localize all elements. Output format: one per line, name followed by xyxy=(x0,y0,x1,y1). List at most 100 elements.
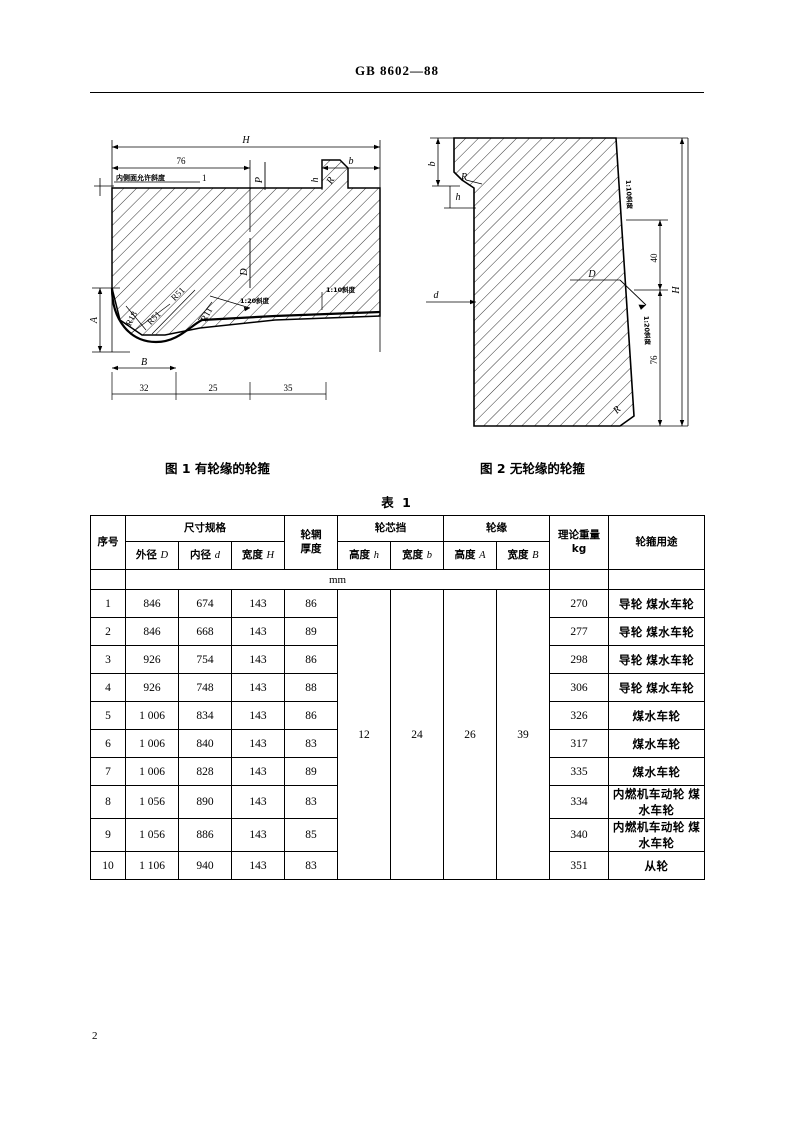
cell-inner-diameter: 840 xyxy=(178,729,232,758)
header-flange-width-cn: 宽度 xyxy=(507,548,529,561)
header-flange-height: 高度 A xyxy=(443,541,498,570)
cell-seq: 1 xyxy=(90,589,126,618)
header-hub-height-sym: h xyxy=(373,549,379,561)
header-inner-diameter: 内径 d xyxy=(178,541,232,570)
cell-width: 143 xyxy=(230,851,286,880)
cell-theoretical-weight: 335 xyxy=(549,757,610,786)
header-divider xyxy=(90,92,704,93)
fig1-label-b: b xyxy=(349,156,354,167)
cell-usage: 导轮 煤水车轮 xyxy=(608,617,706,646)
cell-seq: 8 xyxy=(90,785,126,819)
cell-width: 143 xyxy=(230,589,286,618)
cell-rim-thickness: 86 xyxy=(284,589,339,618)
cell-seq: 3 xyxy=(90,645,126,674)
fig1-note-text: 内侧面允许斜度 xyxy=(116,173,166,182)
cell-usage: 煤水车轮 xyxy=(608,701,706,730)
unit-row-spacer xyxy=(90,569,126,590)
fig1-label-76: 76 xyxy=(177,156,187,166)
header-width: 宽度 H xyxy=(230,541,286,570)
cell-seq: 7 xyxy=(90,757,126,786)
header-group-flange: 轮缘 xyxy=(443,515,551,542)
header-row-groups: 序号 尺寸规格 轮辋 厚度 轮芯挡 轮缘 理论重量 kg 轮箍用途 xyxy=(90,515,706,570)
cell-outer-diameter: 846 xyxy=(125,617,179,646)
cell-theoretical-weight: 340 xyxy=(549,818,610,852)
cell-seq: 5 xyxy=(90,701,126,730)
cell-outer-diameter: 926 xyxy=(125,673,179,702)
header-width-sym: H xyxy=(266,549,275,561)
cell-inner-diameter: 754 xyxy=(178,645,232,674)
table-head: 序号 尺寸规格 轮辋 厚度 轮芯挡 轮缘 理论重量 kg 轮箍用途 外径 D 内… xyxy=(90,515,706,590)
header-theoretical-weight-line1: 理论重量 xyxy=(558,529,601,542)
fig2-R-top-leader xyxy=(465,179,483,185)
cell-theoretical-weight: 277 xyxy=(549,617,610,646)
fig1-R18-leader xyxy=(125,305,147,331)
cell-rim-thickness: 83 xyxy=(284,851,339,880)
fig2-label-d: d xyxy=(434,290,440,301)
cell-usage: 煤水车轮 xyxy=(608,757,706,786)
page-header: GB 8602—88 xyxy=(90,62,704,80)
cell-usage: 导轮 煤水车轮 xyxy=(608,673,706,702)
header-hub-height-cn: 高度 xyxy=(349,548,371,561)
header-flange-width: 宽度 B xyxy=(496,541,551,570)
figure-2-caption: 图 2 无轮缘的轮箍 xyxy=(480,461,585,476)
fig1-R51u-leader xyxy=(151,289,196,335)
cell-rim-thickness: 88 xyxy=(284,673,339,702)
cell-theoretical-weight: 298 xyxy=(549,645,610,674)
cell-theoretical-weight: 317 xyxy=(549,729,610,758)
cell-width: 143 xyxy=(230,729,286,758)
fig2-label-40: 40 xyxy=(649,253,659,263)
cell-outer-diameter: 1 106 xyxy=(125,851,179,880)
header-hub-width: 宽度 b xyxy=(390,541,445,570)
cell-usage: 内燃机车动轮 煤水车轮 xyxy=(608,785,706,819)
figure-1: H 76 内侧面允许斜度 1 b P D h xyxy=(89,120,410,450)
header-outer-diameter-cn: 外径 xyxy=(135,548,157,561)
fig2-dim-d-arrow xyxy=(470,299,476,305)
cell-usage: 从轮 xyxy=(608,851,706,880)
cell-rim-thickness: 85 xyxy=(284,818,339,852)
fig1-label-taper-1-10: 1:10斜度 xyxy=(326,285,356,294)
specification-table: 序号 尺寸规格 轮辋 厚度 轮芯挡 轮缘 理论重量 kg 轮箍用途 外径 D 内… xyxy=(90,515,706,880)
cell-hub-height: 12 xyxy=(337,589,392,880)
unit-cell: mm xyxy=(124,569,551,590)
cell-theoretical-weight: 270 xyxy=(549,589,610,618)
cell-width: 143 xyxy=(230,673,286,702)
header-outer-diameter: 外径 D xyxy=(125,541,179,570)
fig2-label-taper-1-20: 1:20斜度 xyxy=(642,316,653,346)
header-theoretical-weight-line2: kg xyxy=(571,542,587,555)
fig2-label-76: 76 xyxy=(649,355,659,365)
header-flange-height-cn: 高度 xyxy=(454,548,476,561)
cell-seq: 9 xyxy=(90,818,126,852)
fig1-R11-leader xyxy=(197,301,213,321)
figure-1-caption: 图 1 有轮缘的轮箍 xyxy=(165,461,270,476)
header-inner-diameter-sym: d xyxy=(214,549,220,561)
fig1-label-h: h xyxy=(310,178,321,183)
cell-usage: 导轮 煤水车轮 xyxy=(608,645,706,674)
cell-width: 143 xyxy=(230,785,286,819)
cell-hub-width: 24 xyxy=(390,589,445,880)
cell-width: 143 xyxy=(230,757,286,786)
cell-width: 143 xyxy=(230,617,286,646)
fig1-tread-profile xyxy=(110,287,381,344)
cell-inner-diameter: 674 xyxy=(178,589,232,618)
unit-row-spacer-usage xyxy=(608,569,706,590)
figure-2: b R h D d 1:10斜度 1:20斜度 xyxy=(420,120,704,450)
header-hub-width-cn: 宽度 xyxy=(402,548,424,561)
cell-theoretical-weight: 334 xyxy=(549,785,610,819)
cell-outer-diameter: 1 056 xyxy=(125,818,179,852)
fig2-label-b: b xyxy=(427,162,438,167)
cell-outer-diameter: 1 056 xyxy=(125,785,179,819)
header-outer-diameter-sym: D xyxy=(160,549,169,561)
cell-inner-diameter: 828 xyxy=(178,757,232,786)
cell-rim-thickness: 83 xyxy=(284,729,339,758)
fig1-taper120-leader xyxy=(209,295,251,309)
cell-width: 143 xyxy=(230,818,286,852)
header-group-hub-stop: 轮芯挡 xyxy=(337,515,445,542)
cell-theoretical-weight: 351 xyxy=(549,851,610,880)
cell-inner-diameter: 940 xyxy=(178,851,232,880)
